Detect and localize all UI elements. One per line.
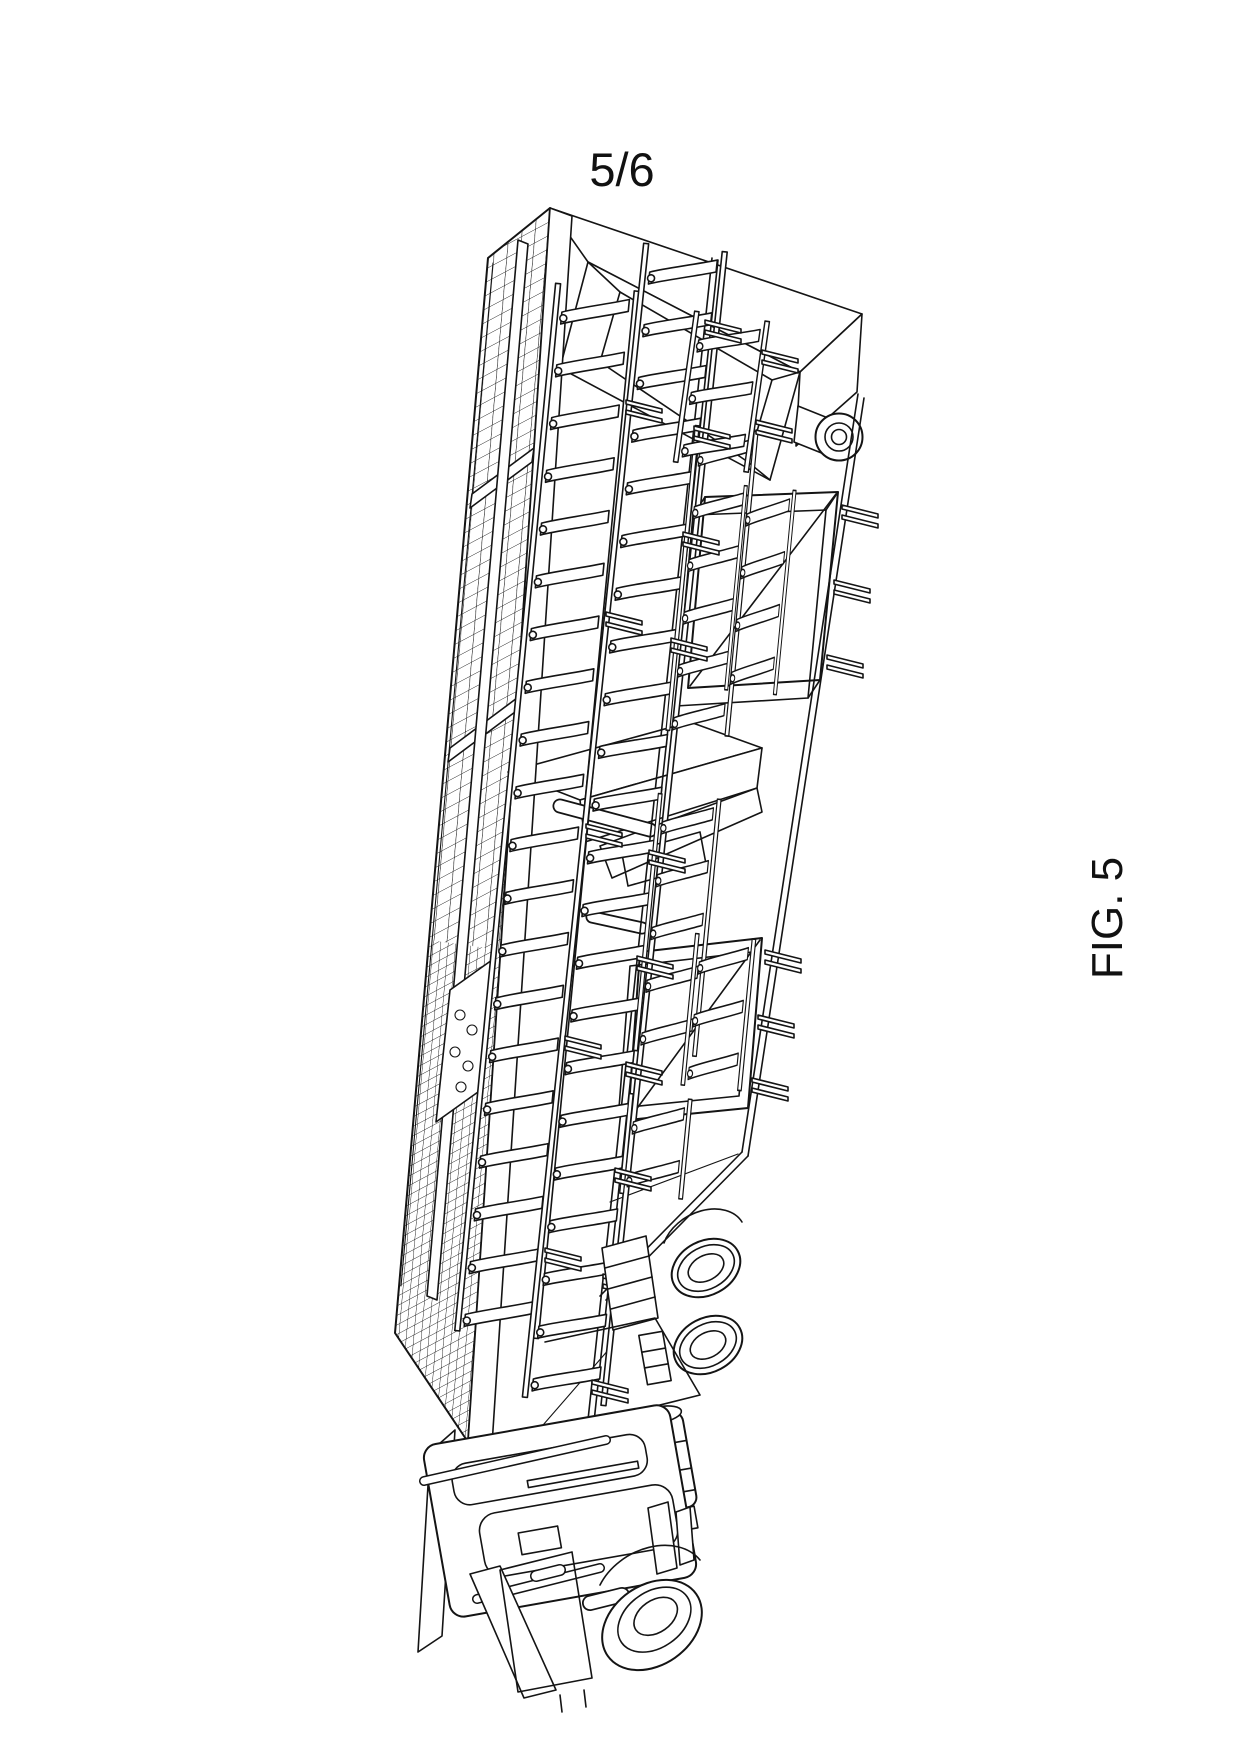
rack-column-d2 (680, 932, 757, 1092)
tractor-cab (422, 1404, 698, 1618)
figure-label: FIG. 5 (1083, 857, 1132, 979)
front-wheel-bracket (647, 1501, 695, 1575)
step-box (601, 1235, 659, 1331)
rack-column-c3 (619, 1092, 693, 1200)
dense-mesh (395, 940, 501, 1442)
air-box (638, 1330, 672, 1386)
front-wheel (599, 1544, 703, 1672)
spare-wheel (814, 412, 864, 462)
rear-wheels (663, 1208, 744, 1376)
rack-column-d0 (672, 310, 771, 474)
mirror-rod-1 (419, 1435, 611, 1486)
rack-column-d1 (724, 484, 797, 696)
sheet-number: 5/6 (589, 143, 654, 196)
roof-vent-slit (526, 1460, 640, 1489)
window-vent (517, 1525, 563, 1556)
rack-column-c1 (665, 424, 759, 737)
hood-wedges (469, 1551, 630, 1713)
rack-column-c2 (633, 792, 722, 1058)
